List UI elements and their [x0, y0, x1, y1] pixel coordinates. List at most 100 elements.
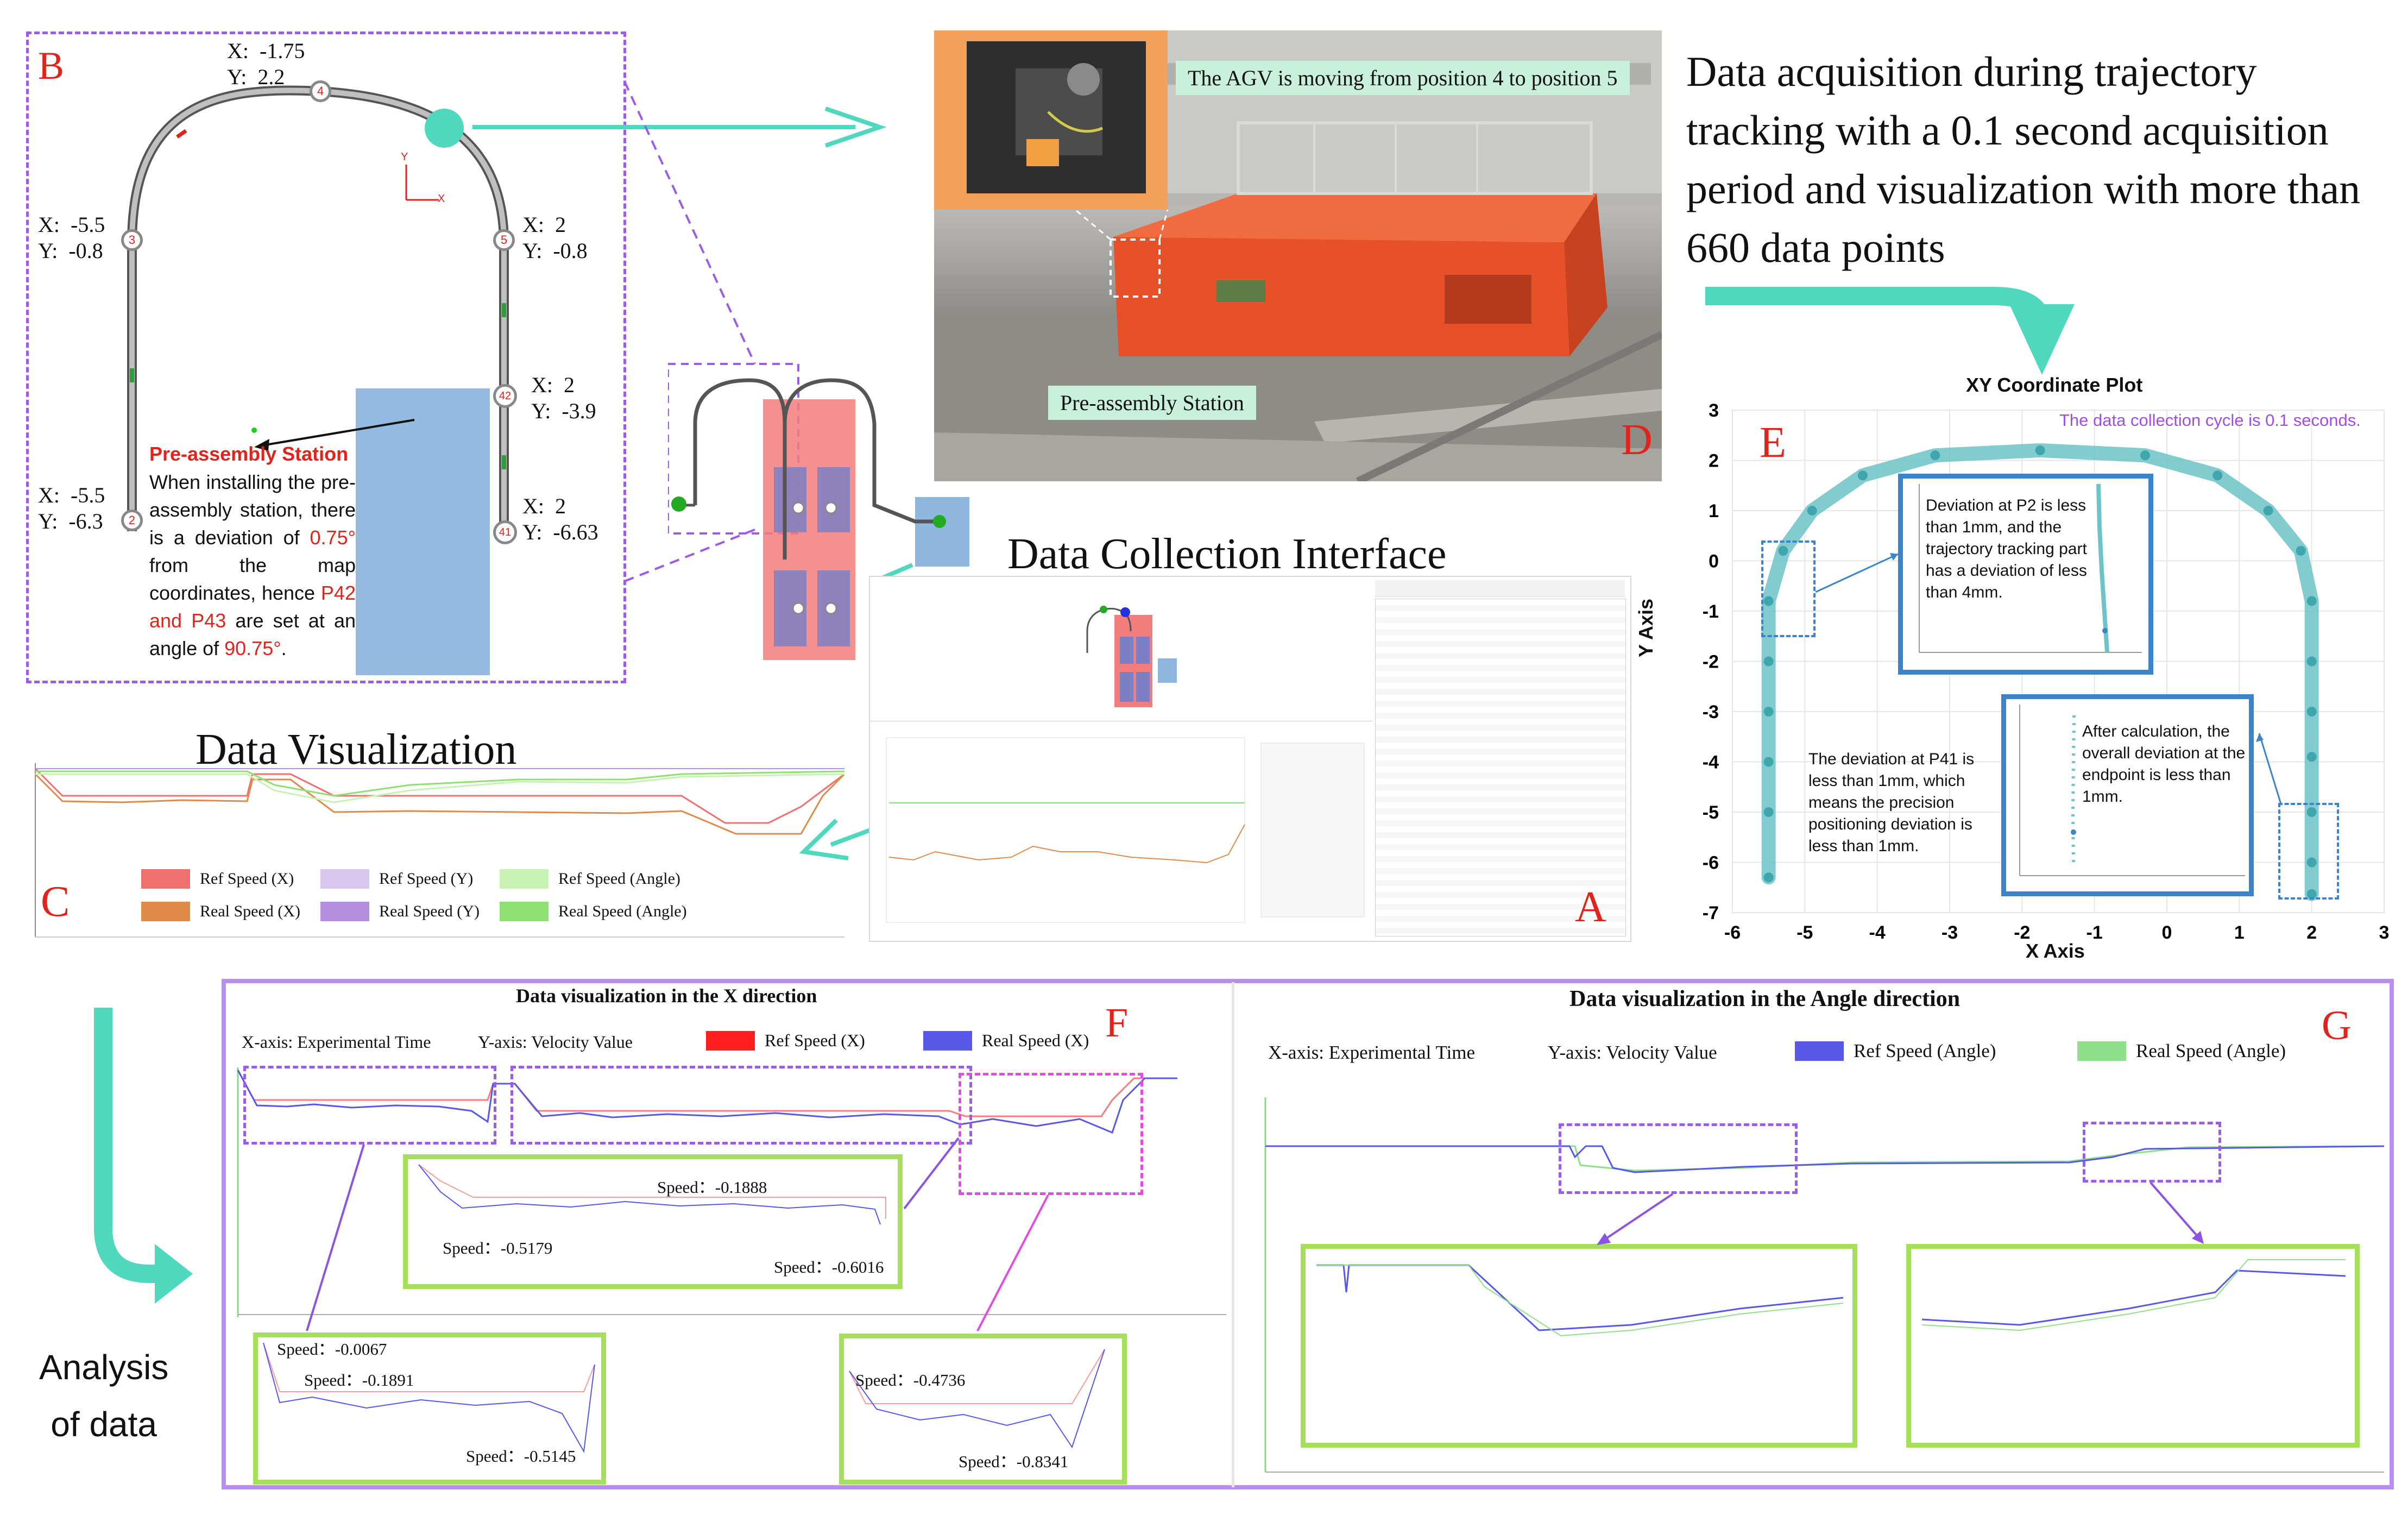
- speed-label-3: Speed：-0.6016: [774, 1258, 884, 1277]
- panel-a-interface: [869, 576, 1631, 942]
- xy-ytick-label: 3: [1709, 400, 1719, 421]
- data-visualization-label: Data Visualization: [196, 726, 517, 774]
- xy-data-point: [2306, 752, 2317, 762]
- xy-ytick-label: -7: [1703, 903, 1719, 923]
- node-2: 2: [121, 510, 143, 531]
- xy-data-point: [1763, 872, 1774, 883]
- coord-p4: X: -1.75 Y: 2.2: [227, 39, 305, 89]
- analysis-divider: [1232, 982, 1234, 1487]
- legend-swatch: [320, 869, 369, 889]
- panel-c-letter: C: [41, 878, 70, 926]
- xy-xtick-label: -1: [2086, 922, 2103, 943]
- g-focus-1: [1559, 1123, 1798, 1194]
- inset-p2: Deviation at P2 is less than 1mm, and th…: [1898, 474, 2153, 675]
- panel-b-letter: B: [38, 44, 65, 87]
- legend-swatch: [500, 869, 549, 889]
- xy-ytick-label: -4: [1703, 752, 1719, 773]
- interface-chart-frame: [870, 721, 1372, 939]
- g-focus-2: [2083, 1122, 2221, 1183]
- panel-b-frame: [26, 32, 626, 683]
- coord-p41: X: 2 Y: -6.63: [522, 494, 598, 544]
- f-focus-3: [959, 1073, 1143, 1195]
- note-p2: Deviation at P2 is less than 1mm, and th…: [1926, 496, 2087, 601]
- g-zoom-right-chart: [1921, 1259, 2346, 1331]
- f-focus-2: [510, 1066, 972, 1145]
- xy-xtick-label: 1: [2234, 922, 2245, 943]
- xy-xtick-label: -3: [1941, 922, 1958, 943]
- focus-box-p41: [2278, 803, 2339, 900]
- xy-data-point: [2140, 450, 2150, 461]
- legend-ref-speed-y: Ref Speed (Y): [320, 869, 473, 889]
- note-end: After calculation, the overall deviation…: [2082, 722, 2246, 806]
- legend-swatch: [320, 902, 369, 921]
- xy-xtick-label: -6: [1724, 922, 1741, 943]
- legend-ref-speed-x: Ref Speed (X): [141, 869, 294, 889]
- headline: Data acquisition during trajectory track…: [1686, 48, 2361, 271]
- xy-data-point: [1930, 450, 1940, 461]
- focus-box-p2: [1761, 540, 1816, 637]
- panel-a-letter: A: [1575, 883, 1606, 931]
- panel-f-yaxis-note: Y-axis: Velocity Value: [478, 1032, 633, 1052]
- legend-swatch: [500, 902, 549, 921]
- xy-data-point: [1858, 470, 1868, 481]
- analysis-frame: [222, 979, 2394, 1489]
- panel-g-xaxis-note: X-axis: Experimental Time: [1268, 1042, 1476, 1063]
- coord-p42: X: 2 Y: -3.9: [531, 373, 596, 423]
- xy-data-point: [1763, 757, 1774, 767]
- xy-data-point: [2263, 506, 2273, 516]
- legend-swatch: [2077, 1041, 2126, 1061]
- node-3: 3: [121, 229, 143, 251]
- panel-b-axis-y: Y: [401, 151, 408, 163]
- xy-ytick-label: -2: [1703, 652, 1719, 672]
- xy-data-point: [2306, 596, 2317, 606]
- pre-assembly-station-title: Pre-assembly Station: [149, 443, 349, 465]
- legend-real-speed-x: Real Speed (X): [141, 902, 300, 921]
- panel-b-track-map: [127, 85, 509, 675]
- legend-real-speed-y: Real Speed (Y): [320, 902, 480, 921]
- inset-connectors: [1815, 553, 2282, 804]
- f-zoom-right-chart: [849, 1349, 1105, 1449]
- panel-f-legend-ref: Ref Speed (X): [706, 1030, 865, 1051]
- legend-swatch: [141, 869, 190, 889]
- analysis-of-data-label: Analysis of data: [39, 1348, 169, 1444]
- f-zoom-right: [839, 1334, 1127, 1485]
- xy-plot-subtitle: The data collection cycle is 0.1 seconds…: [2059, 411, 2361, 430]
- xy-xtick-label: 2: [2306, 922, 2317, 943]
- g-zoom-left: [1301, 1244, 1857, 1448]
- speed-label-7: Speed：-0.4736: [855, 1371, 966, 1390]
- panel-g-yaxis-note: Y-axis: Velocity Value: [1548, 1042, 1717, 1063]
- xy-xtick-label: -5: [1796, 922, 1813, 943]
- xy-data-point: [2306, 707, 2317, 716]
- f-zoom-middle: [403, 1154, 903, 1289]
- xy-ytick-label: -5: [1703, 802, 1719, 823]
- xy-ytick-label: 0: [1709, 551, 1719, 572]
- xy-xlabel: X Axis: [2026, 940, 2085, 962]
- inset-p41-chart: [2019, 705, 2245, 876]
- panel-f-xaxis-note: X-axis: Experimental Time: [242, 1032, 431, 1052]
- panel-c-frame: [30, 763, 846, 948]
- speed-label-2: Speed：-0.5179: [443, 1239, 553, 1258]
- panel-e-letter: E: [1760, 419, 1786, 467]
- coord-p5: X: 2 Y: -0.8: [522, 212, 588, 263]
- xy-data-points: [1761, 443, 2319, 901]
- interface-toolbar: [1375, 580, 1625, 597]
- xy-ytick-label: 1: [1709, 501, 1719, 521]
- panel-g-legend-real: Real Speed (Angle): [2077, 1040, 2286, 1062]
- pre-assembly-station-caption: Pre-assembly Station: [1048, 386, 1256, 420]
- f-zoom-middle-chart: [418, 1164, 886, 1225]
- xy-data-point: [2035, 445, 2045, 455]
- xy-trajectory: [1761, 443, 2319, 901]
- speed-label-8: Speed：-0.8341: [959, 1452, 1069, 1471]
- speed-label-5: Speed：-0.1891: [304, 1371, 414, 1390]
- g-zoom-left-chart: [1316, 1264, 1844, 1337]
- xy-ytick-label: -1: [1703, 601, 1719, 622]
- legend-ref-speed-angle: Ref Speed (Angle): [500, 869, 680, 889]
- panel-g-title: Data visualization in the Angle directio…: [1569, 986, 1961, 1011]
- panel-b-axis-x: X: [438, 193, 445, 205]
- xy-data-point: [1778, 546, 1788, 556]
- xy-data-point: [1763, 656, 1774, 667]
- g-zoom-right: [1906, 1244, 2360, 1448]
